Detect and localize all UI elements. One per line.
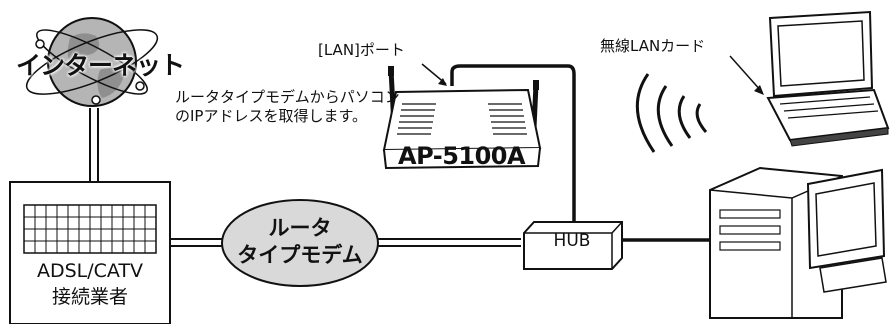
access-point-icon: [382, 66, 542, 170]
router-modem-node: [221, 199, 379, 287]
provider-building-icon: [9, 181, 171, 324]
desktop-pc-icon: [709, 166, 887, 319]
ap-to-hub-cable: [450, 64, 576, 222]
router-label-line1: ルータ: [268, 216, 332, 240]
router-label-line2: タイプモデム: [237, 243, 363, 267]
pointer-arrows: [421, 55, 764, 95]
laptop-icon: [766, 10, 890, 147]
isp-label-line1: ADSL/CATV: [36, 260, 144, 282]
internet-label: インターネット: [16, 51, 185, 80]
wireless-signal-icon: [635, 73, 708, 153]
wireless-lan-card-label: 無線LANカード: [600, 37, 706, 55]
ip-address-note: ルータタイプモデムからパソコンのIPアドレスを取得します。: [175, 88, 400, 125]
access-point-model-label: AP-5100A: [398, 142, 526, 170]
connection-lines: [89, 64, 712, 247]
isp-label-line2: 接続業者: [51, 286, 128, 308]
lan-port-label: [LAN]ポート: [318, 41, 405, 59]
globe-icon: [25, 17, 159, 107]
hub-box: [523, 221, 623, 270]
hub-label: HUB: [553, 231, 591, 251]
